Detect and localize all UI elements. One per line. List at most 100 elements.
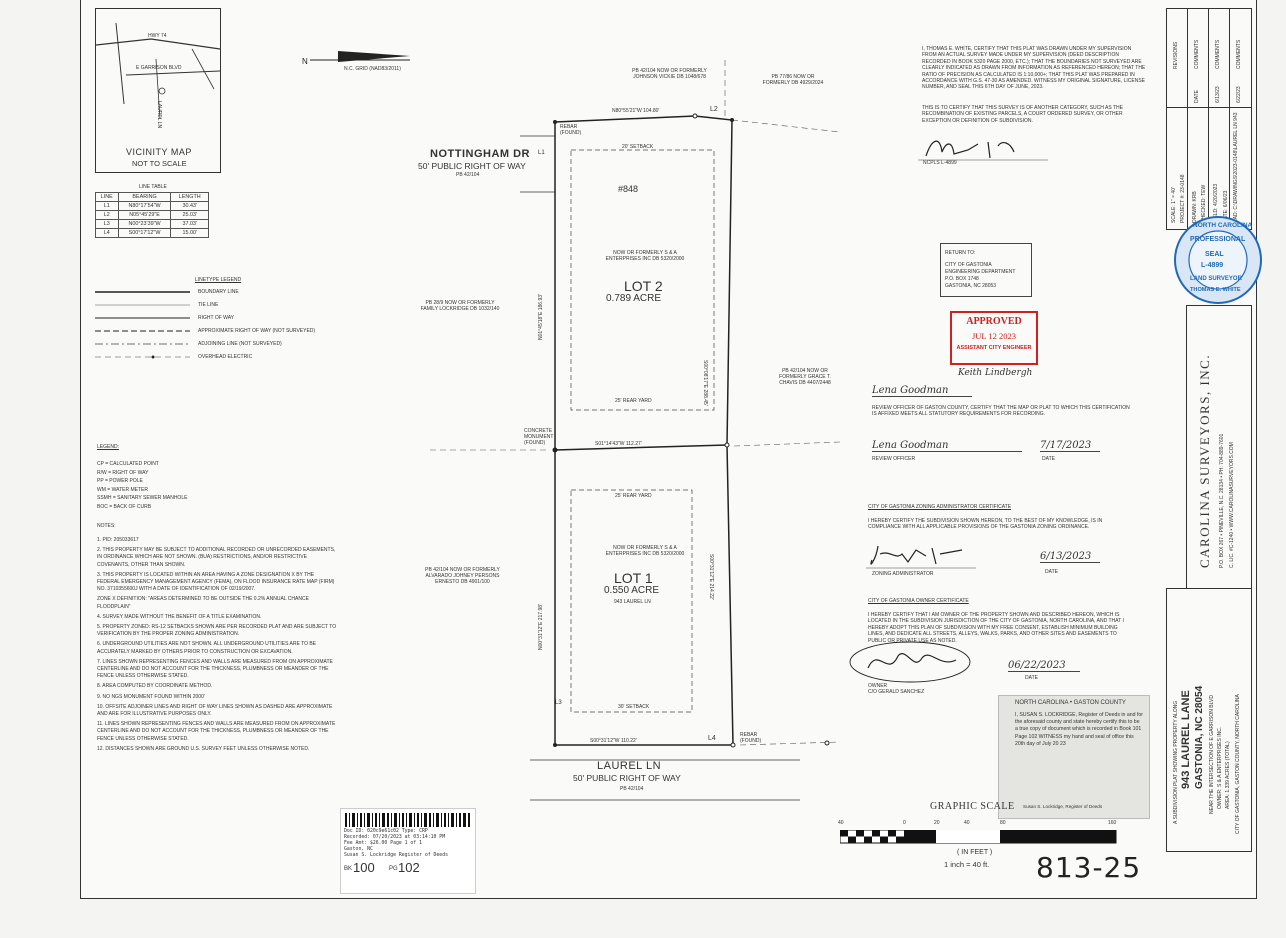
recording-bk: 100 <box>353 860 375 875</box>
project-location: CITY OF GASTONIA, GASTON COUNTY, NORTH C… <box>1235 694 1241 834</box>
seal-word: SEAL <box>1205 251 1224 258</box>
surveyor-cert-text: I, THOMAS E. WHITE, CERTIFY THAT THIS PL… <box>922 46 1146 91</box>
revisions-row: 6/22/23 <box>1236 86 1242 103</box>
owner-cert-name: C/O GERALD SANCHEZ <box>868 689 925 695</box>
linetype-legend-swatches <box>95 291 190 359</box>
adjoiner-top: PB 42/104 NOW OR FORMERLY JOHNSON VICKIE… <box>632 68 707 80</box>
abbrev-item: CP = CALCULATED POINT <box>97 461 159 467</box>
company-address: P.O. BOX 267 • PINEVILLE, N.C. 28134 • P… <box>1219 433 1225 568</box>
graphic-scale-tick: 40 <box>964 820 970 826</box>
company-address-2: C. LIC. #C-1240 • WWW.CAROLINASURVEYORS.… <box>1229 442 1235 568</box>
lot1-owner: NOW OR FORMERLY S & A ENTERPRISES INC DB… <box>605 545 685 557</box>
north-arrow-icon: N <box>302 51 410 66</box>
vicinity-map: HWY 74 E GARRISON BLVD LAUREL LN VICINIT… <box>95 8 221 173</box>
register-cert-text: I, SUSAN S. LOCKRIDGE, Register of Deeds… <box>1015 712 1144 747</box>
line-table-cell: N05°45'29"E <box>117 210 172 220</box>
line-table-title: LINE TABLE <box>139 184 167 190</box>
register-cert-box: NORTH CAROLINA • GASTON COUNTY I, SUSAN … <box>998 695 1150 819</box>
revisions-divider <box>1187 9 1188 229</box>
note-item: 11. LINES SHOWN REPRESENTING FENCES AND … <box>97 721 336 742</box>
vicinity-road-1: HWY 74 <box>148 33 167 39</box>
left-bearing-bottom: N00°31'12"E 217.98' <box>538 604 544 650</box>
vicinity-map-subtitle: NOT TO SCALE <box>132 159 187 168</box>
left-bearing-top: N01°45'18"E 186.93' <box>538 294 544 340</box>
abbrev-item: BOC = BACK OF CURB <box>97 503 152 510</box>
svg-text:N: N <box>302 57 308 66</box>
project-city: GASTONIA, NC 28054 <box>1194 685 1205 789</box>
job-info: CAD: C:\DRAWINGS\2023-0148\LAUREL LN 943 <box>1233 112 1239 223</box>
owner-cert-title: CITY OF GASTONIA OWNER CERTIFICATE <box>868 598 969 604</box>
linetype-legend-item: TIE LINE <box>198 302 219 308</box>
right-bearing-top: S00°08'17"E 288.45' <box>702 360 708 406</box>
approved-stamp: APPROVED JUL 12 2023 ASSISTANT CITY ENGI… <box>950 311 1038 365</box>
linetype-legend-item: ADJOINING LINE (NOT SURVEYED) <box>198 341 282 347</box>
bottom-bearing: S00°31'12"W 110.22' <box>590 738 637 744</box>
linetype-legend-item: RIGHT OF WAY <box>198 315 235 321</box>
note-item: 5. PROPERTY ZONED: RS-12 SETBACKS SHOWN … <box>97 624 337 638</box>
abbrev-item: R/W = RIGHT OF WAY <box>97 469 149 476</box>
graphic-scale-ratio: 1 inch = 40 ft. <box>944 860 990 869</box>
line-table-cell: L4 <box>95 228 119 238</box>
line-table-header: LINE BEARING LENGTH <box>95 192 209 202</box>
recording-bk-label: BK <box>344 866 353 872</box>
owner-cert-label: OWNER <box>868 683 888 689</box>
return-to-line: ENGINEERING DEPARTMENT <box>945 269 1016 275</box>
street-bottom-row: 50' PUBLIC RIGHT OF WAY <box>573 773 681 783</box>
review-officer-label: REVIEW OFFICER <box>872 456 916 462</box>
line-table-header-cell: LINE <box>95 192 119 202</box>
owner-signature <box>849 641 971 683</box>
line-table-cell: N00°23'39"W <box>117 219 172 229</box>
graphic-scale-tick: 20 <box>934 820 940 826</box>
line-table-cell: 15.00' <box>170 228 209 238</box>
lot1-area: 0.550 ACRE <box>604 585 660 596</box>
lot2-name: LOT 2 <box>624 278 663 294</box>
line-table-header-cell: LENGTH <box>170 192 209 202</box>
register-cert-sign: Susan S. Lockridge, Register of Deeds <box>1023 804 1103 809</box>
line-table-cell: S00°17'12"W <box>117 228 172 238</box>
setback-30-label: 30' SETBACK <box>618 704 650 710</box>
recording-pg: 102 <box>398 860 420 875</box>
zoning-signature <box>866 545 976 569</box>
surveyor-seal <box>1174 216 1262 304</box>
surveyor-signature <box>918 140 1048 161</box>
right-bearing-bottom: S00°31'12"E 214.22' <box>708 554 714 600</box>
line-table-cell: L1 <box>95 201 119 211</box>
adjoiner-left: PB 28/9 NOW OR FORMERLY FAMILY LOCKRIDGE… <box>420 300 500 312</box>
recording-line: Fee Amt: $26.00 Page 1 of 1 <box>344 841 422 846</box>
approved-stamp-title: APPROVED <box>966 316 1022 327</box>
project-address: 943 LAUREL LANE <box>1180 690 1192 789</box>
seal-outer-top: NORTH CAROLINA <box>1193 222 1253 229</box>
recording-pg-label: PG <box>389 866 398 872</box>
seal-profession: PROFESSIONAL <box>1190 236 1246 243</box>
vicinity-road-3: LAUREL LN <box>156 101 162 129</box>
line-l1-label: L1 <box>538 150 545 156</box>
vicinity-map-roads <box>96 22 220 120</box>
abbrev-item: WM = WATER METER <box>97 486 148 493</box>
line-l3-label: L3 <box>555 700 562 706</box>
note-item: 3. THIS PROPERTY IS LOCATED WITHIN AN AR… <box>97 571 335 593</box>
note-item: ZONE X DEFINITION: "AREAS DETERMINED TO … <box>97 596 309 610</box>
note-item: 10. OFFSITE ADJOINER LINES AND RIGHT OF … <box>97 703 333 718</box>
revisions-divider <box>1229 9 1230 229</box>
project-area: AREA: 1.339 ACRES (TOTAL) <box>1225 741 1231 809</box>
linetype-legend-item: BOUNDARY LINE <box>198 289 239 295</box>
note-item: 8. AREA COMPUTED BY COORDINATE METHOD. <box>97 683 213 690</box>
surveyor-cert-text-2: THIS IS TO CERTIFY THAT THIS SURVEY IS O… <box>922 105 1123 124</box>
graphic-scale-bar <box>840 830 1117 844</box>
graphic-scale-unit: ( IN FEET ) <box>957 849 993 856</box>
note-item: 7. LINES SHOWN REPRESENTING FENCES AND W… <box>97 658 333 680</box>
adjoiner-left-2: PB 42/104 NOW OR FORMERLY ALVARADO JOHNE… <box>425 567 500 585</box>
line-l4-label: L4 <box>708 735 716 742</box>
zoning-cert-date: 6/13/2023 <box>1040 551 1100 563</box>
review-officer-text: REVIEW OFFICER OF GASTON COUNTY, CERTIFY… <box>872 405 1130 418</box>
project-block: A SUBDIVISION PLAT SHOWING PROPERTY ALON… <box>1166 588 1252 852</box>
company-name: CAROLINA SURVEYORS, INC. <box>1197 353 1212 568</box>
revisions-col: DATE <box>1194 90 1200 103</box>
review-officer-date-label: DATE <box>1042 456 1055 462</box>
recording-label: Doc ID: 020c9e61c02 Type: CRP Recorded: … <box>340 808 476 894</box>
revisions-row: COMMENTS <box>1215 39 1221 69</box>
note-item: 6. UNDERGROUND UTILITIES ARE NOT SHOWN. … <box>97 641 317 655</box>
line-table-header-cell: BEARING <box>117 192 172 202</box>
